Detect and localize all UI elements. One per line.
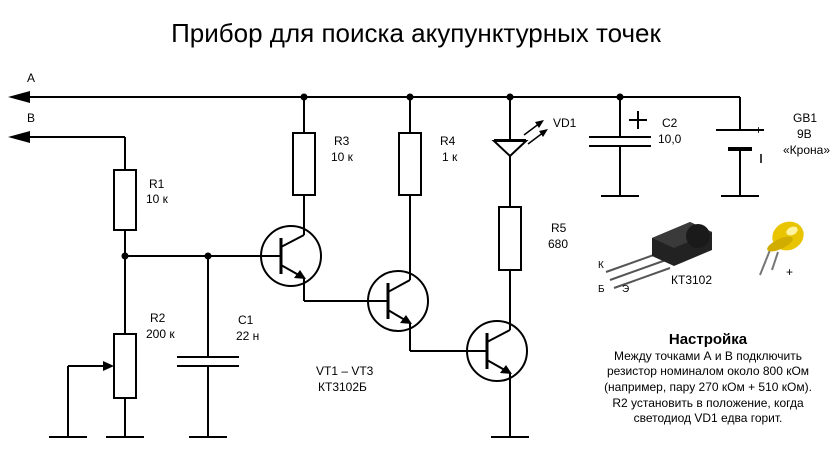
led-illustration — [759, 221, 804, 276]
pin-e-label: Э — [622, 284, 629, 295]
setup-line: резистор номиналом около 800 кОм — [607, 364, 809, 378]
package-model-label: КТ3102 — [671, 273, 712, 287]
c1-name: C1 — [238, 313, 254, 327]
rail-a — [8, 91, 741, 130]
pin-k-label: К — [598, 260, 604, 271]
led-plus-label: + — [786, 265, 793, 279]
diagram-title: Прибор для поиска акупунктурных точек — [171, 18, 661, 48]
terminal-b-label: B — [27, 111, 35, 125]
led-vd1 — [491, 97, 548, 207]
rail-b — [8, 131, 126, 170]
capacitor-c2 — [589, 97, 651, 197]
r3-name: R3 — [334, 134, 350, 148]
r2-value: 200 к — [146, 327, 175, 341]
gb1-voltage: 9В — [797, 127, 812, 141]
battery-gb1 — [716, 129, 764, 197]
r1-name: R1 — [149, 177, 165, 191]
potentiometer-r2 — [113, 333, 137, 399]
r3-value: 10 к — [331, 150, 354, 164]
gb1-type: «Крона» — [783, 143, 830, 157]
setup-line: R2 установить в положение, когда — [612, 396, 804, 410]
setup-line: (например, пару 270 кОм + 510 кОм). — [604, 380, 812, 394]
gb1-name: GB1 — [793, 111, 817, 125]
vd1-name: VD1 — [553, 116, 577, 130]
transistor-vt1 — [260, 225, 322, 287]
resistor-r1 — [113, 169, 137, 231]
transistors-model: КТ3102Б — [318, 380, 367, 394]
setup-notes: Настройка Между точками А и В подключить… — [604, 331, 812, 425]
setup-line: Между точками А и В подключить — [614, 349, 802, 363]
c2-value: 10,0 — [658, 132, 682, 146]
r5-name: R5 — [551, 221, 567, 235]
transistor-package-illustration — [605, 222, 712, 289]
gb1-plus: + — [755, 123, 762, 137]
r1-value: 10 к — [146, 192, 169, 206]
r4-name: R4 — [440, 134, 456, 148]
resistor-r5 — [498, 206, 522, 271]
r2-name: R2 — [150, 311, 166, 325]
c1-value: 22 н — [236, 329, 259, 343]
r5-value: 680 — [548, 237, 568, 251]
transistor-vt2 — [367, 270, 429, 332]
c2-name: C2 — [662, 116, 678, 130]
resistor-r4 — [398, 132, 422, 196]
pin-b-label: Б — [598, 284, 605, 295]
setup-line: светодиод VD1 едва горит. — [634, 411, 783, 425]
resistor-r3 — [292, 132, 316, 196]
setup-heading: Настройка — [669, 331, 748, 348]
transistor-vt3 — [466, 320, 528, 382]
transistors-label: VT1 – VT3 — [316, 364, 374, 378]
r4-value: 1 к — [442, 150, 458, 164]
capacitor-c1 — [177, 256, 239, 438]
terminal-a-label: A — [27, 71, 35, 85]
